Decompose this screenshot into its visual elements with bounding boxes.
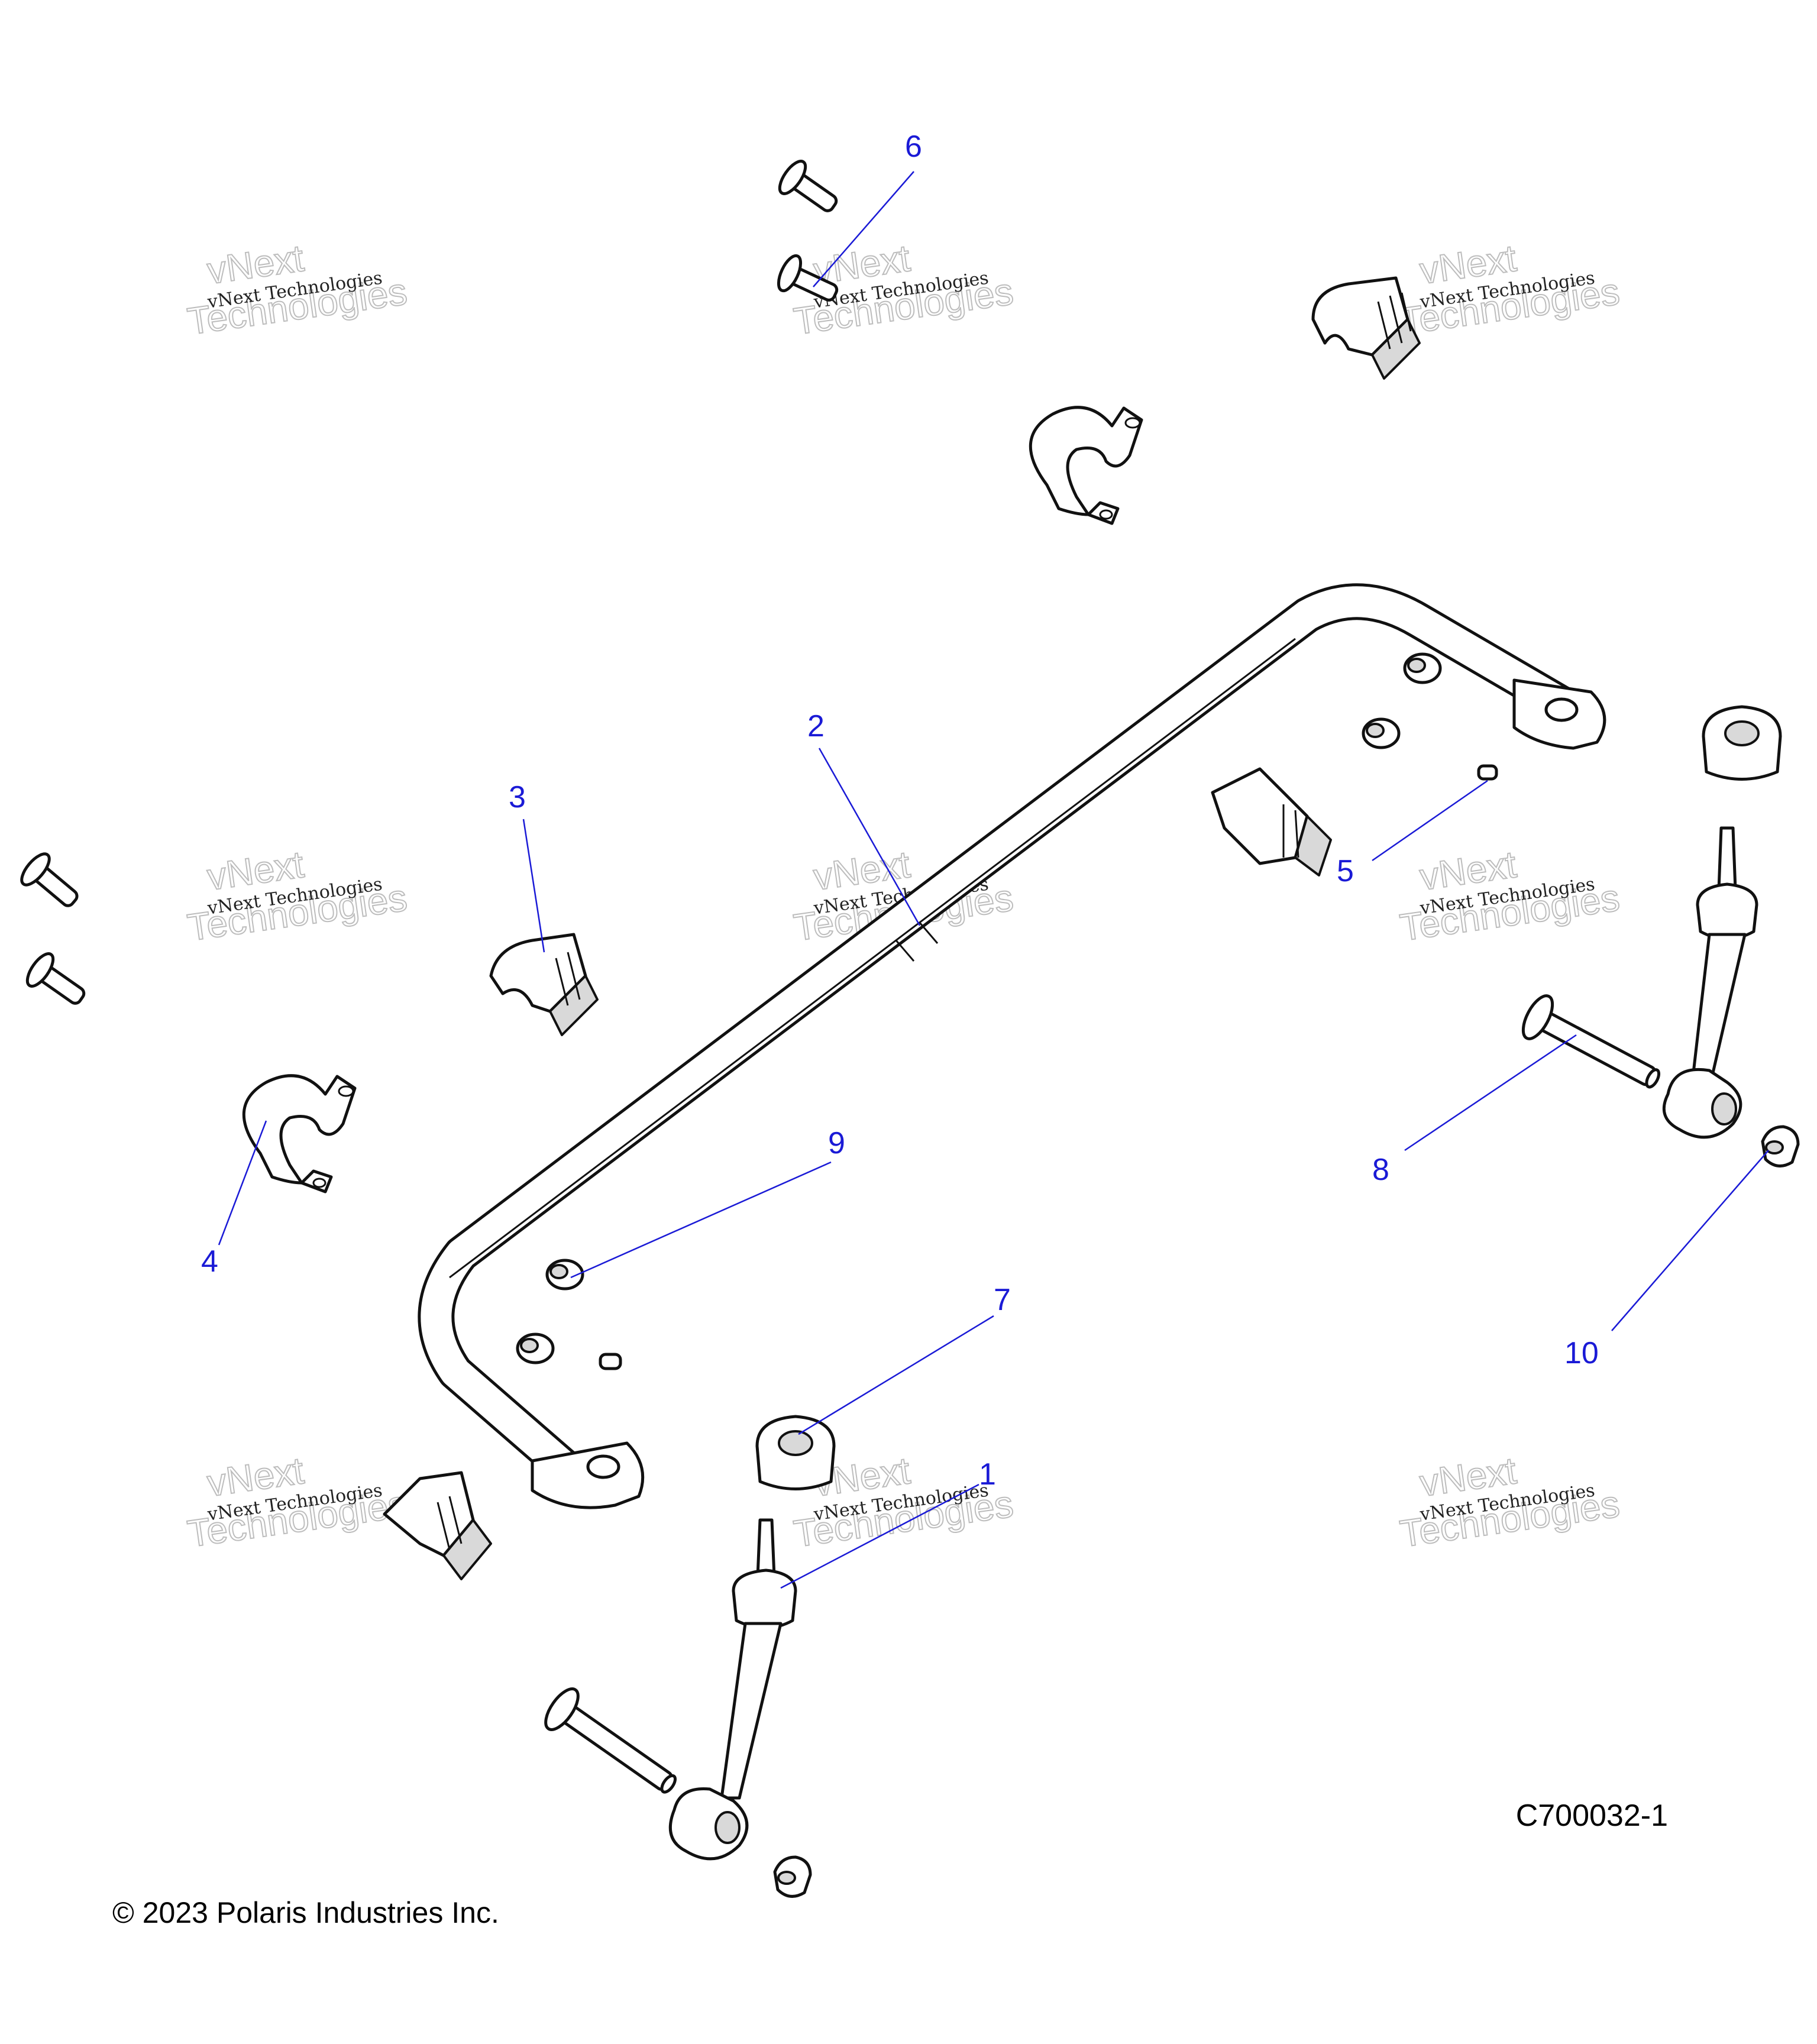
watermark-3: vNext Technologies vNext Technologies [1397,236,1623,344]
screw-left-2 [25,952,86,1005]
insert-top-right-2 [1362,717,1401,749]
clamp-left [242,1074,357,1194]
leader-10 [1611,1150,1769,1331]
leader-7 [798,1315,994,1435]
leader-5 [1372,780,1488,862]
callout-7[interactable]: 7 [994,1283,1011,1317]
leader-6 [813,171,914,287]
grease-fitting-right [1477,764,1498,781]
callout-6[interactable]: 6 [905,130,922,164]
insert-left-2 [516,1333,555,1364]
callout-8[interactable]: 8 [1372,1153,1389,1187]
leader-3 [522,819,545,953]
screw-top-2 [777,254,839,302]
callout-10[interactable]: 10 [1564,1336,1599,1370]
watermark-7: vNext Technologies vNext Technologies [185,1448,410,1556]
bushing-top-right [1311,276,1421,380]
stabilizer-bar [418,583,1606,1509]
bar-end-right-hole [1544,697,1579,722]
callout-4[interactable]: 4 [201,1244,218,1279]
watermark-4: vNext Technologies vNext Technologies [185,842,410,950]
bolt-left [544,1687,677,1794]
leader-lines [218,171,1769,1589]
leader-1 [780,1483,979,1589]
bushing-bottom-left [383,1471,492,1580]
callout-1[interactable]: 1 [979,1457,996,1492]
callout-5[interactable]: 5 [1337,854,1354,888]
bar-end-left-hole [586,1454,620,1479]
screw-top-1 [778,160,838,212]
callout-3[interactable]: 3 [509,780,526,814]
callout-2[interactable]: 2 [807,709,825,743]
leader-8 [1404,1034,1577,1152]
screw-left-1 [20,852,79,907]
watermark-1: vNext Technologies vNext Technologies [185,236,410,344]
flange-nut-left [773,1855,812,1898]
watermark-6: vNext Technologies vNext Technologies [1397,842,1623,950]
callout-9[interactable]: 9 [828,1126,845,1160]
bushing-mid-left [489,933,599,1036]
leader-2 [818,748,921,926]
insert-left-1 [545,1259,584,1291]
drawing-code: C700032-1 [1515,1799,1668,1833]
leader-9 [570,1161,832,1279]
end-link-left [668,1518,797,1861]
watermark-9: vNext Technologies vNext Technologies [1397,1448,1623,1556]
leader-4 [218,1120,267,1246]
nut-left [755,1415,836,1490]
insert-top-right-1 [1403,652,1442,684]
end-link-right [1662,826,1758,1139]
flange-nut-right [1761,1125,1800,1167]
bolt-right [1521,994,1661,1089]
clamp-top [1029,406,1143,525]
bushing-mid-right [1211,767,1332,877]
nut-right [1702,705,1782,781]
callouts: 1 2 3 4 5 6 7 8 9 10 [201,130,1599,1492]
copyright-notice: © 2023 Polaris Industries Inc. [112,1896,499,1929]
grease-fitting-left [599,1353,622,1370]
watermarks: vNext Technologies vNext Technologies vN… [185,236,1623,1556]
